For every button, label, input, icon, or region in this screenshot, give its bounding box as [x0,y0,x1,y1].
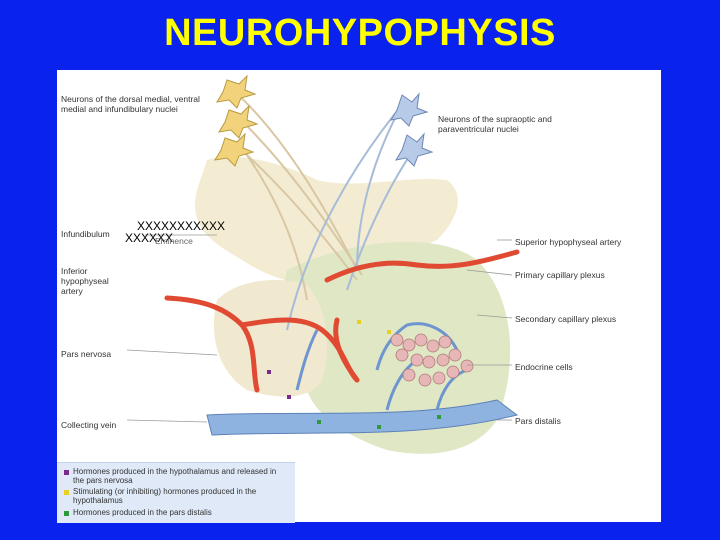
hormone-markers [267,320,441,429]
label-pars-distalis: Pars distalis [515,416,561,426]
label-superior-artery: Superior hypophyseal artery [515,237,622,247]
label-collecting-vein: Collecting vein [61,420,117,430]
legend: Hormones produced in the hypothalamus an… [57,462,295,523]
pars-nervosa-tissue [213,280,327,397]
legend-marker-green [64,511,69,516]
label-endocrine-cells: Endocrine cells [515,362,573,372]
label-inferior-artery: Inferior hypophyseal artery [61,266,109,296]
hidden-label: Eminence [155,236,193,246]
legend-marker-yellow [64,490,69,495]
collecting-vein [206,399,519,436]
legend-item-2: Stimulating (or inhibiting) hormones pro… [64,487,285,505]
label-secondary-plexus: Secondary capillary plexus [515,314,617,324]
legend-item-3: Hormones produced in the pars distalis [64,508,285,517]
overlay-line-1: XXXXXXXXXXX [137,219,226,233]
pars-distalis-tissue [283,241,511,454]
label-neurons-dorsal: Neurons of the dorsal medial, ventral me… [61,94,200,114]
legend-marker-purple [64,470,69,475]
label-infundibulum: Infundibulum [61,229,110,239]
label-primary-plexus: Primary capillary plexus [515,270,605,280]
neurons-dorsal [214,74,259,167]
pituitary-diagram [126,74,520,454]
legend-item-1: Hormones produced in the hypothalamus an… [64,467,285,485]
slide-title: NEUROHYPOPHYSIS [164,12,556,54]
neurons-supraoptic [389,92,434,167]
diagram-panel: Neurons of the dorsal medial, ventral me… [57,70,661,523]
endocrine-cells [390,333,474,387]
label-pars-nervosa: Pars nervosa [61,349,112,359]
overlay-line-2: XXXXXX [125,231,174,245]
label-neurons-supraoptic: Neurons of the supraoptic and paraventri… [438,114,552,134]
